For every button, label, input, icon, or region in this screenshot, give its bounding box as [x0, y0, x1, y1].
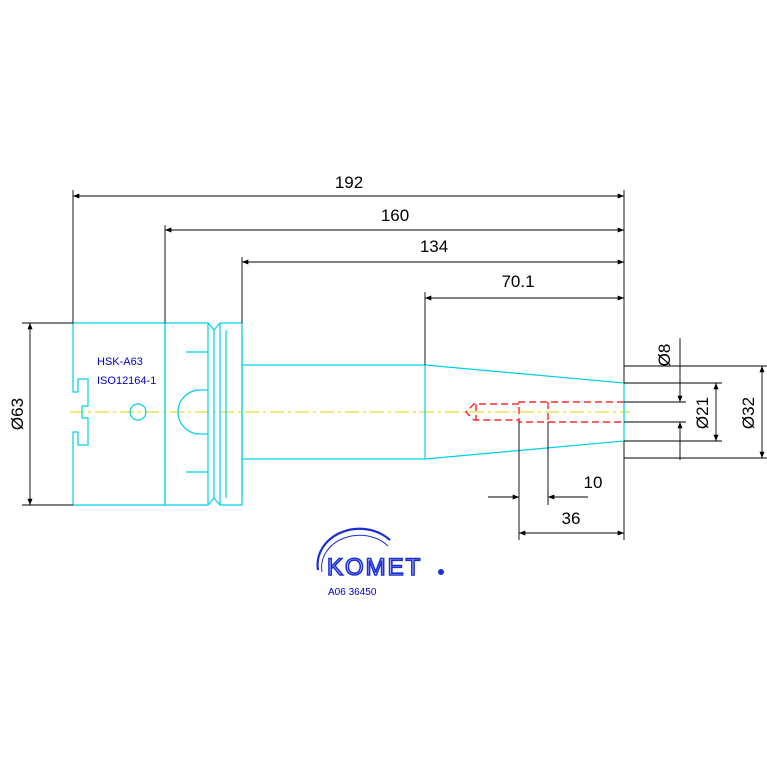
dim-dia-63: Ø63	[8, 322, 73, 506]
dim-160: 160	[381, 206, 409, 225]
brand-name: KOMET	[327, 554, 422, 581]
komet-logo: KOMET A06 36450	[316, 527, 444, 598]
dim-10-text: 10	[584, 473, 603, 492]
standard-label: ISO12164-1	[97, 375, 156, 387]
interface-label: HSK-A63	[97, 356, 143, 368]
flange	[164, 322, 243, 506]
dim-70-1: 70.1	[501, 272, 534, 291]
hsk-shank	[72, 322, 166, 506]
body	[242, 364, 426, 460]
dim-192: 192	[335, 173, 363, 192]
registered-icon	[438, 569, 444, 575]
dim-dia-63-text: Ø63	[8, 398, 27, 430]
dim-134: 134	[420, 237, 448, 256]
bore	[465, 401, 624, 423]
dim-dia-right: Ø8 Ø21 Ø32	[624, 338, 767, 460]
dim-dia-21-text: Ø21	[693, 397, 712, 429]
dim-dia-32-text: Ø32	[739, 397, 758, 429]
part-number: A06 36450	[328, 587, 377, 598]
dim-dia-8-text: Ø8	[655, 344, 674, 367]
dim-bore-lengths: 10 36	[488, 422, 625, 540]
dim-36-text: 36	[562, 509, 581, 528]
length-dimensions: 192 160 134 70.1	[72, 173, 625, 383]
taper-nose	[424, 364, 625, 460]
